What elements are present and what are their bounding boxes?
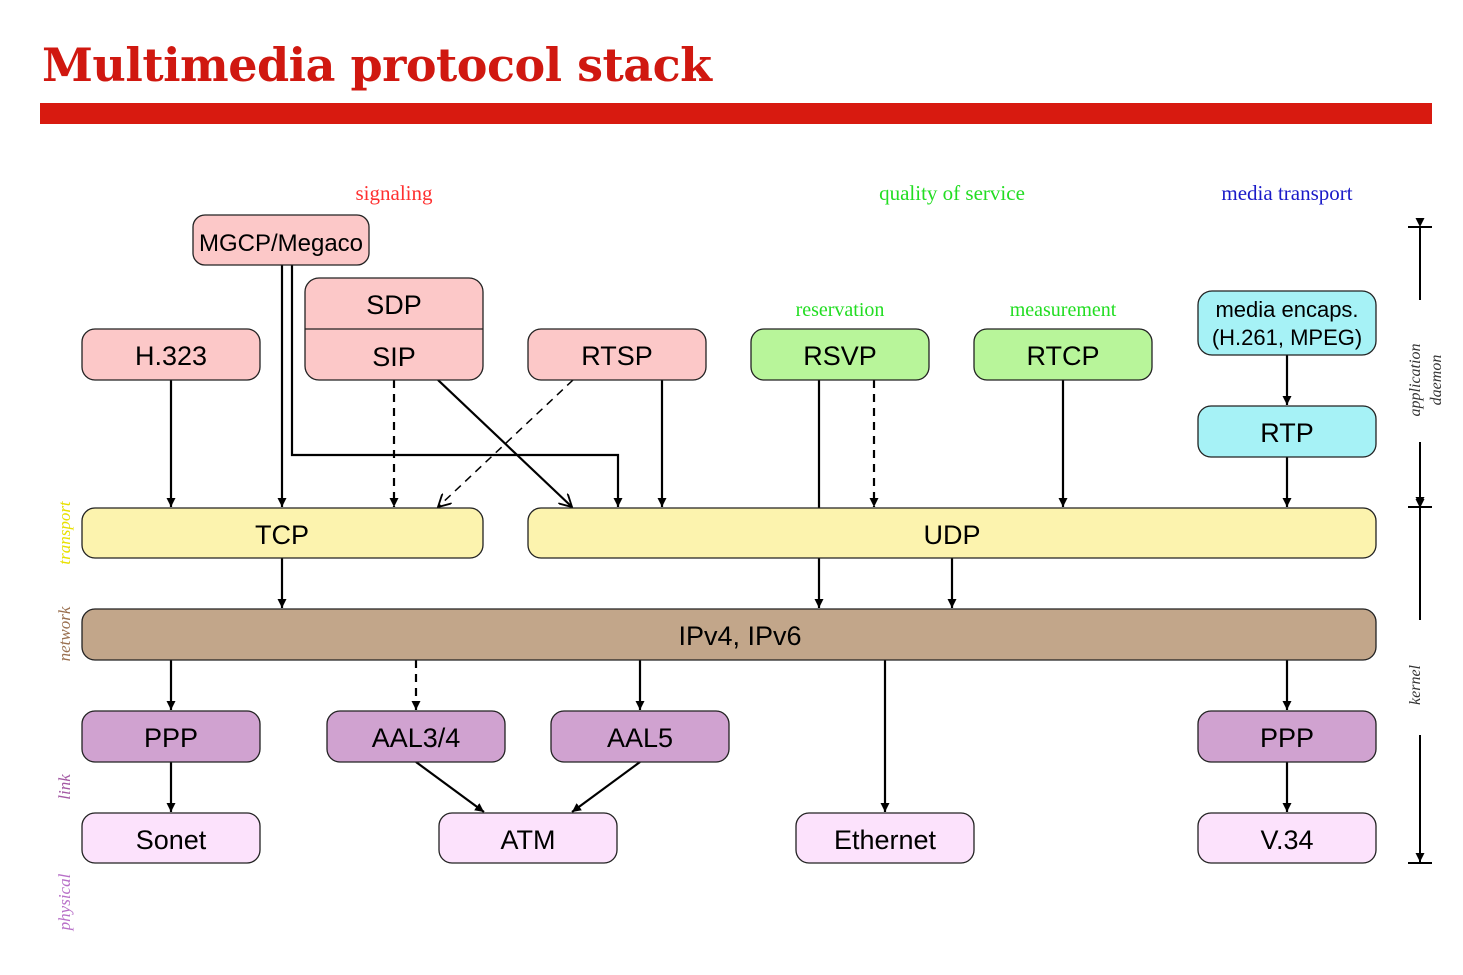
category-quality-of-service: quality of service <box>879 181 1025 205</box>
label-mgcp-megaco: MGCP/Megaco <box>199 230 363 257</box>
label-atm: ATM <box>501 825 556 855</box>
label-aal34: AAL3/4 <box>372 723 461 753</box>
box-v34 <box>1197 812 1377 864</box>
connectors <box>166 265 1292 813</box>
box-rtsp <box>527 328 707 381</box>
box-sonet <box>81 812 261 864</box>
label-v34: V.34 <box>1260 825 1313 855</box>
box-udp <box>527 507 1377 559</box>
arrow-aal34-atm <box>415 761 485 813</box>
arrow-sip-udp <box>437 379 572 507</box>
box-ip <box>81 608 1377 661</box>
label-h323: H.323 <box>135 341 207 371</box>
box-rsvp <box>750 328 930 381</box>
arrow-mgcp-udp <box>290 265 623 507</box>
label-ethernet: Ethernet <box>834 825 937 855</box>
label-rtsp: RTSP <box>581 341 653 371</box>
label-ip: IPv4, IPv6 <box>678 621 801 651</box>
box-ppp-left <box>81 710 261 763</box>
box-rtp <box>1197 405 1377 458</box>
box-ethernet <box>795 812 975 864</box>
box-tcp <box>81 507 484 559</box>
category-media-transport: media transport <box>1221 181 1352 205</box>
layer-label-link: link <box>55 774 74 800</box>
box-atm <box>438 812 618 864</box>
arrow-aal5-atm <box>571 761 641 813</box>
box-media-encaps <box>1197 290 1377 356</box>
box-ppp-right <box>1197 710 1377 763</box>
box-aal34 <box>326 710 506 763</box>
label-rsvp: RSVP <box>803 341 877 371</box>
scope-label-application: application <box>1407 344 1424 417</box>
scope-label-kernel: kernel <box>1407 664 1424 705</box>
label-sip: SIP <box>372 342 416 372</box>
layer-label-network: network <box>55 606 74 661</box>
title-underline-bar <box>40 103 1432 124</box>
slide-title: Multimedia protocol stack <box>42 38 712 92</box>
arrow-rtsp-tcp <box>438 379 574 507</box>
label-tcp: TCP <box>255 520 309 550</box>
layer-label-transport: transport <box>55 500 74 565</box>
label-reservation: reservation <box>796 299 885 321</box>
label-rtp: RTP <box>1260 418 1314 448</box>
box-rtcp <box>973 328 1153 381</box>
label-sdp: SDP <box>366 290 422 320</box>
category-signaling: signaling <box>356 181 433 205</box>
label-ppp-right: PPP <box>1260 723 1314 753</box>
box-h323 <box>81 328 261 381</box>
label-udp: UDP <box>923 520 980 550</box>
label-aal5: AAL5 <box>607 723 673 753</box>
label-ppp-left: PPP <box>144 723 198 753</box>
label-media-encaps-line1: media encaps. <box>1215 297 1358 322</box>
scope-brackets <box>1408 218 1432 864</box>
label-rtcp: RTCP <box>1026 341 1099 371</box>
scope-label-daemon: daemon <box>1428 355 1445 406</box>
label-measurement: measurement <box>1010 299 1117 321</box>
layer-label-physical: physical <box>55 873 74 931</box>
label-media-encaps-line2: (H.261, MPEG) <box>1212 325 1362 350</box>
label-sonet: Sonet <box>136 825 207 855</box>
box-mgcp-megaco <box>192 214 370 266</box>
box-aal5 <box>550 710 730 763</box>
